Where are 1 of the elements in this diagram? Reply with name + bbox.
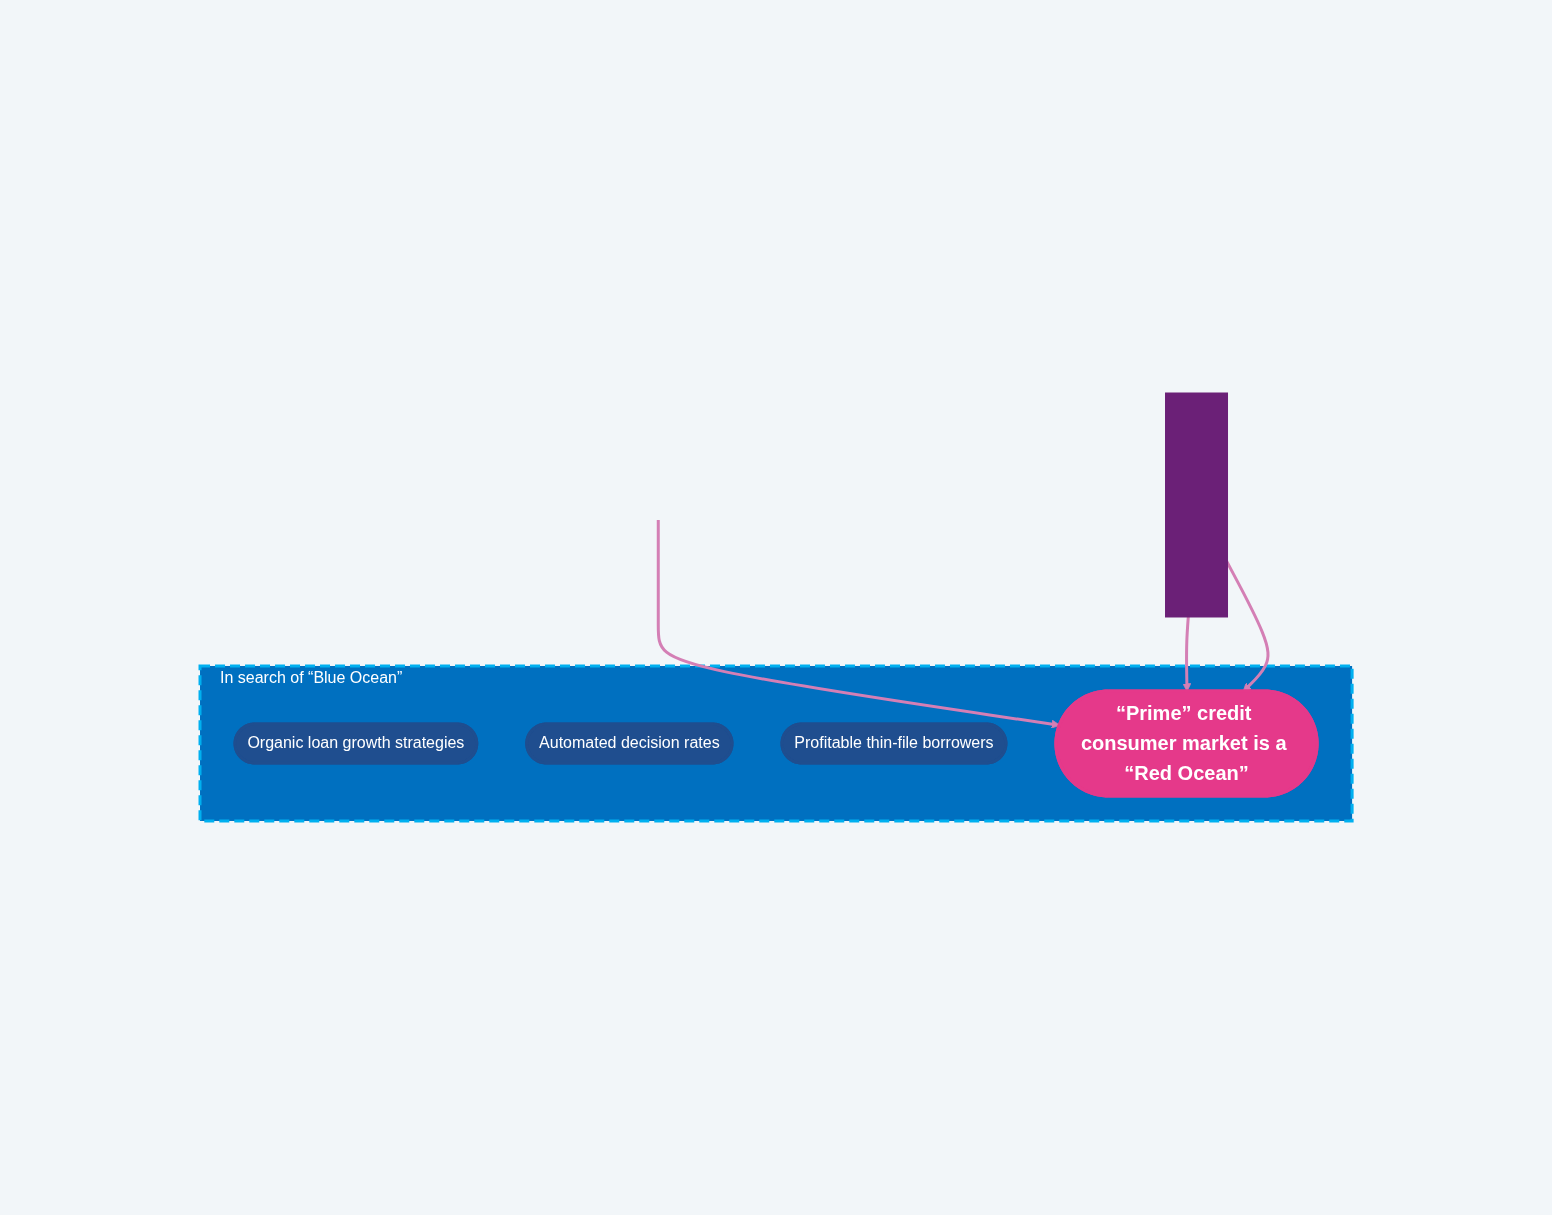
node-bar bbox=[1164, 392, 1228, 618]
